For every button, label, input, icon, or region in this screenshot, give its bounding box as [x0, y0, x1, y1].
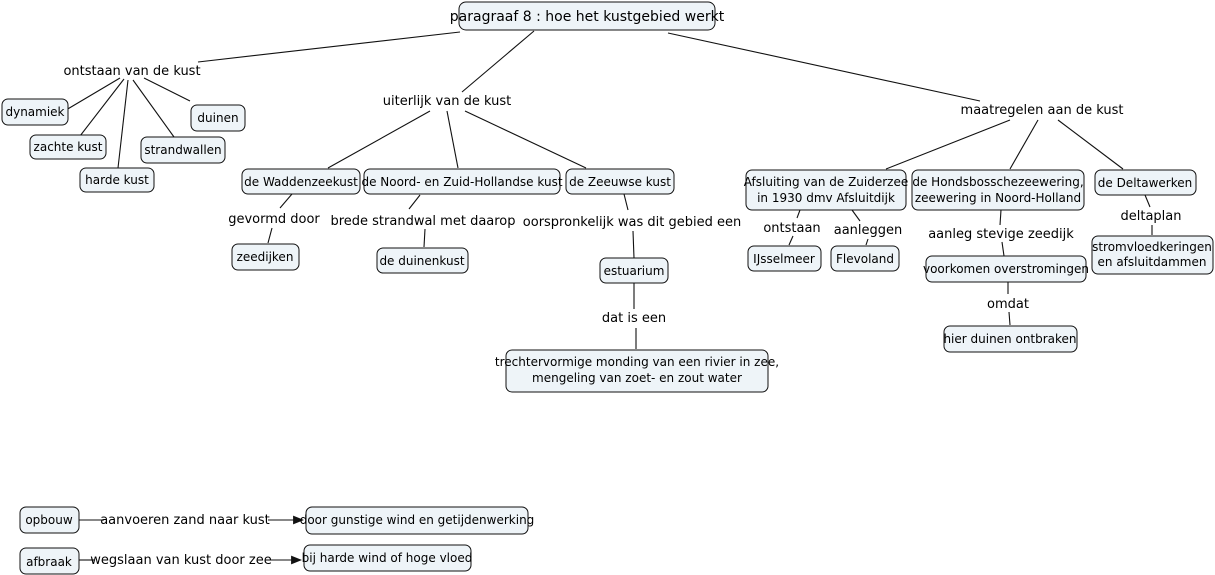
- svg-text:door gunstige wind en getijden: door gunstige wind en getijdenwerking: [300, 513, 535, 527]
- svg-text:de Hondsbosschezeewering,: de Hondsbosschezeewering,: [912, 175, 1083, 189]
- node-duinenkust: de duinenkust: [376, 247, 469, 274]
- svg-text:voorkomen overstromingen: voorkomen overstromingen: [923, 262, 1089, 276]
- svg-text:zeedijken: zeedijken: [237, 250, 294, 264]
- node-harde-kust: harde kust: [79, 167, 155, 193]
- svg-text:dynamiek: dynamiek: [5, 105, 64, 119]
- label-dat-is-een: dat is een: [602, 311, 666, 326]
- node-hollandse-kust: de Noord- en Zuid-Hollandse kust: [361, 168, 563, 195]
- label-aanleg-stevige-zeedijk: aanleg stevige zeedijk: [928, 227, 1074, 242]
- node-afsluiting-zuiderzee: Afsluiting van de Zuiderzee in 1930 dmv …: [744, 169, 908, 211]
- label-ontstaan: ontstaan: [763, 221, 820, 236]
- label-brede-strandwal: brede strandwal met daarop: [330, 214, 515, 229]
- svg-text:afbraak: afbraak: [26, 555, 72, 569]
- svg-text:de Noord- en Zuid-Hollandse ku: de Noord- en Zuid-Hollandse kust: [361, 175, 562, 189]
- node-zeedijken: zeedijken: [231, 243, 300, 271]
- svg-text:Flevoland: Flevoland: [836, 252, 894, 266]
- svg-text:de Waddenzeekust: de Waddenzeekust: [244, 175, 358, 189]
- svg-text:trechtervormige monding van ee: trechtervormige monding van een rivier i…: [495, 355, 779, 369]
- node-stormvloedkeringen: stromvloedkeringen en afsluitdammen: [1091, 235, 1214, 275]
- svg-text:opbouw: opbouw: [25, 513, 73, 527]
- node-opbouw: opbouw: [19, 506, 80, 534]
- branch-uiterlijk: uiterlijk van de kust: [383, 94, 511, 109]
- root-node: paragraaf 8 : hoe het kustgebied werkt: [450, 1, 725, 31]
- node-voorkomen-overstromingen: voorkomen overstromingen: [923, 255, 1089, 283]
- node-gunstige-wind: door gunstige wind en getijdenwerking: [300, 506, 535, 535]
- svg-text:Afsluiting van de Zuiderzee: Afsluiting van de Zuiderzee: [744, 175, 908, 189]
- svg-text:IJsselmeer: IJsselmeer: [753, 252, 815, 266]
- label-omdat: omdat: [987, 297, 1029, 312]
- svg-text:in 1930 dmv Afsluitdijk: in 1930 dmv Afsluitdijk: [757, 191, 895, 205]
- svg-text:strandwallen: strandwallen: [144, 143, 221, 157]
- node-waddenzeekust: de Waddenzeekust: [241, 168, 361, 195]
- node-flevoland: Flevoland: [830, 245, 900, 272]
- branch-ontstaan: ontstaan van de kust: [63, 64, 200, 79]
- svg-text:de duinenkust: de duinenkust: [379, 254, 464, 268]
- svg-text:hier duinen ontbraken: hier duinen ontbraken: [943, 332, 1076, 346]
- node-duinen: duinen: [190, 104, 246, 132]
- node-strandwallen: strandwallen: [140, 136, 226, 164]
- node-dynamiek: dynamiek: [1, 98, 69, 126]
- node-harde-wind: bij harde wind of hoge vloed: [302, 544, 473, 572]
- svg-text:zeewering in Noord-Holland: zeewering in Noord-Holland: [915, 191, 1081, 205]
- node-zeeuwse-kust: de Zeeuwse kust: [565, 168, 675, 195]
- svg-text:estuarium: estuarium: [604, 264, 665, 278]
- label-aanleggen: aanleggen: [834, 223, 903, 238]
- node-trechtervormige-monding: trechtervormige monding van een rivier i…: [495, 349, 779, 393]
- svg-text:bij harde wind of hoge vloed: bij harde wind of hoge vloed: [302, 551, 473, 565]
- svg-text:harde kust: harde kust: [85, 173, 149, 187]
- label-oorspronkelijk: oorspronkelijk was dit gebied een: [523, 215, 741, 230]
- svg-text:zachte kust: zachte kust: [34, 140, 103, 154]
- label-wegslaan: wegslaan van kust door zee: [90, 553, 271, 568]
- svg-text:en afsluitdammen: en afsluitdammen: [1098, 255, 1207, 269]
- svg-text:stromvloedkeringen: stromvloedkeringen: [1092, 240, 1212, 254]
- label-deltaplan: deltaplan: [1121, 209, 1182, 224]
- svg-text:de Zeeuwse kust: de Zeeuwse kust: [569, 175, 671, 189]
- node-hondsbosschezeewering: de Hondsbosschezeewering, zeewering in N…: [911, 169, 1085, 211]
- node-deltawerken: de Deltawerken: [1094, 169, 1197, 196]
- svg-text:mengeling van zoet- en zout wa: mengeling van zoet- en zout water: [532, 371, 742, 385]
- edges: [65, 30, 1153, 565]
- node-estuarium: estuarium: [599, 257, 669, 284]
- label-aanvoeren-zand: aanvoeren zand naar kust: [100, 513, 270, 528]
- root-title: paragraaf 8 : hoe het kustgebied werkt: [450, 9, 725, 25]
- branch-maatregelen: maatregelen aan de kust: [961, 103, 1124, 118]
- label-gevormd-door: gevormd door: [228, 212, 320, 227]
- svg-text:duinen: duinen: [197, 111, 238, 125]
- node-hier-duinen-ontbraken: hier duinen ontbraken: [943, 325, 1078, 353]
- node-afbraak: afbraak: [19, 547, 80, 575]
- node-zachte-kust: zachte kust: [29, 134, 107, 160]
- node-ijsselmeer: IJsselmeer: [747, 245, 822, 272]
- svg-text:de Deltawerken: de Deltawerken: [1098, 176, 1192, 190]
